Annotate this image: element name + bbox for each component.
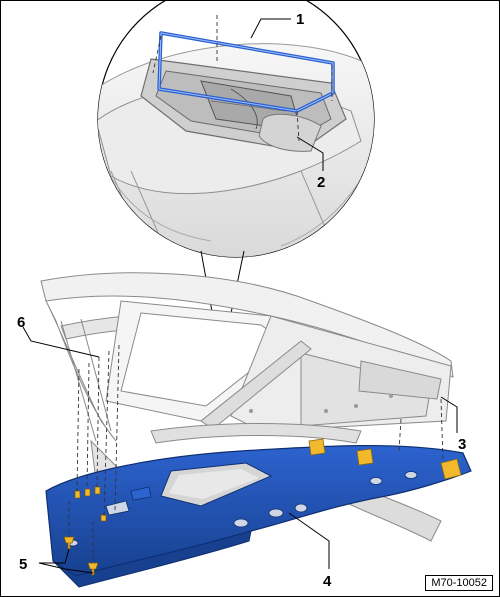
reference-code: M70-10052 [425,575,493,591]
detail-magnifier [97,1,375,258]
callout-1: 1 [296,11,304,28]
vehicle-body-structure [40,272,454,542]
callout-5: 5 [19,556,27,573]
damping-pads [308,438,462,480]
assembly-lines [68,344,444,563]
leader-lines [22,18,458,574]
callout-3: 3 [458,436,466,453]
headliner-panel [45,438,472,588]
clips [63,536,99,576]
callout-4: 4 [323,573,332,590]
callout-labels: 1 2 3 4 5 6 [17,11,466,590]
callout-2: 2 [317,174,325,191]
callout-6: 6 [17,314,25,331]
